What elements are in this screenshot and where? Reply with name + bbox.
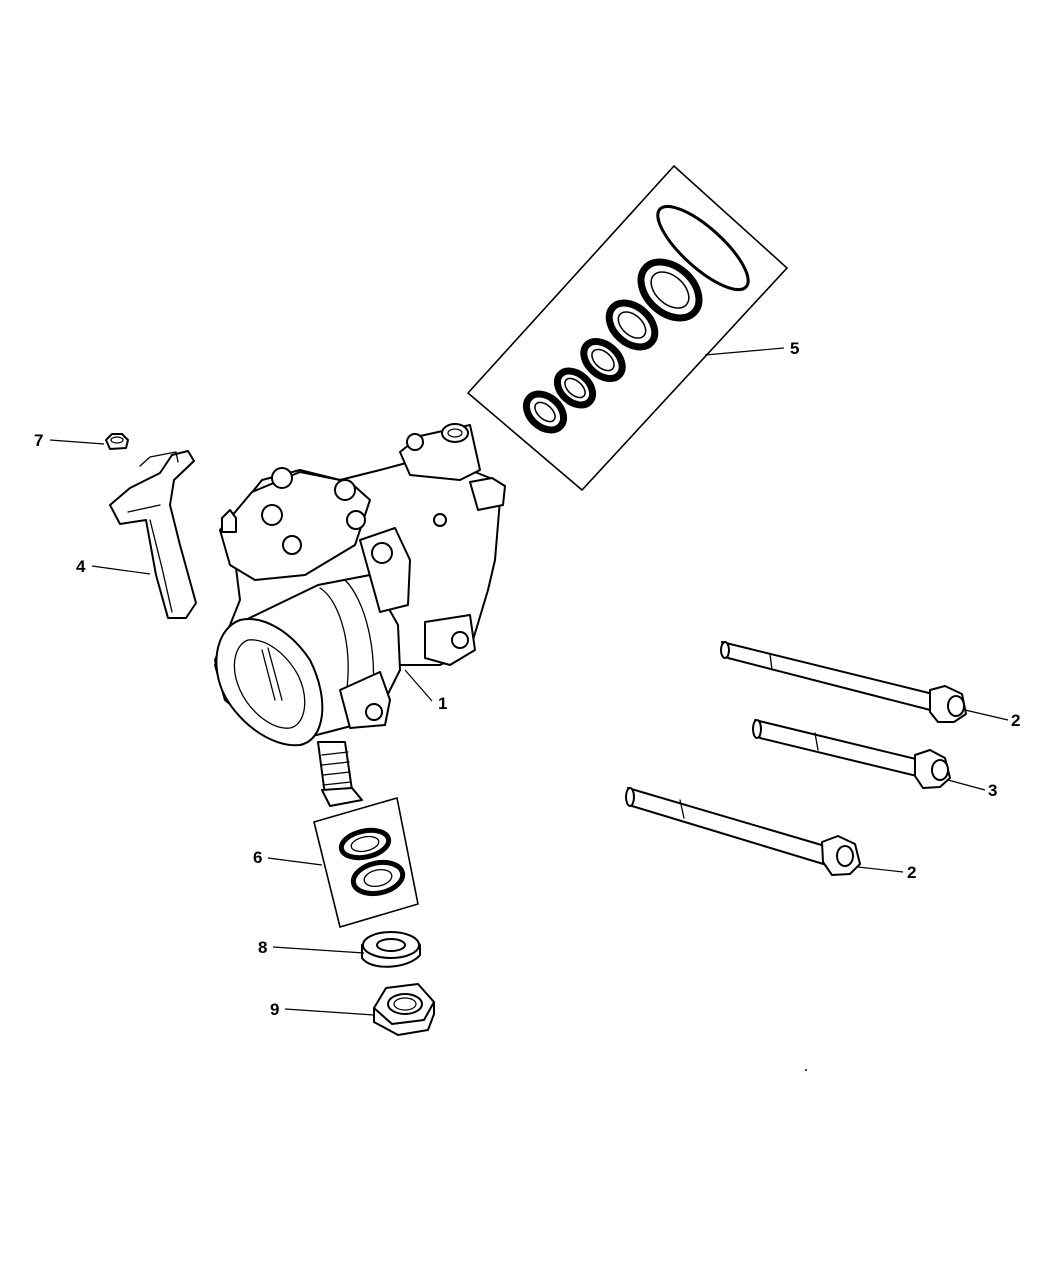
callout-5: 5 [790, 339, 799, 358]
seal-kit-6 [313, 796, 419, 929]
callout-1: 1 [438, 694, 447, 713]
nut-7 [105, 433, 129, 450]
stray-mark [805, 1069, 807, 1071]
callout-9: 9 [270, 1000, 279, 1019]
seal-kit-5 [466, 164, 789, 492]
washer-8 [361, 931, 421, 968]
bolt-2-upper [720, 641, 967, 723]
callout-7: 7 [34, 431, 43, 450]
nut-9 [373, 983, 435, 1036]
steering-gear-1 [214, 423, 506, 807]
leader-lines [49, 347, 1009, 1016]
callout-8: 8 [258, 938, 267, 957]
callout-3: 3 [988, 781, 997, 800]
callout-2-lower: 2 [907, 863, 916, 882]
bracket-4 [109, 450, 197, 619]
bolt-2-lower [625, 787, 861, 876]
bolt-3 [752, 719, 951, 789]
callout-6: 6 [253, 848, 262, 867]
callout-2-upper: 2 [1011, 711, 1020, 730]
callout-4: 4 [76, 557, 86, 576]
